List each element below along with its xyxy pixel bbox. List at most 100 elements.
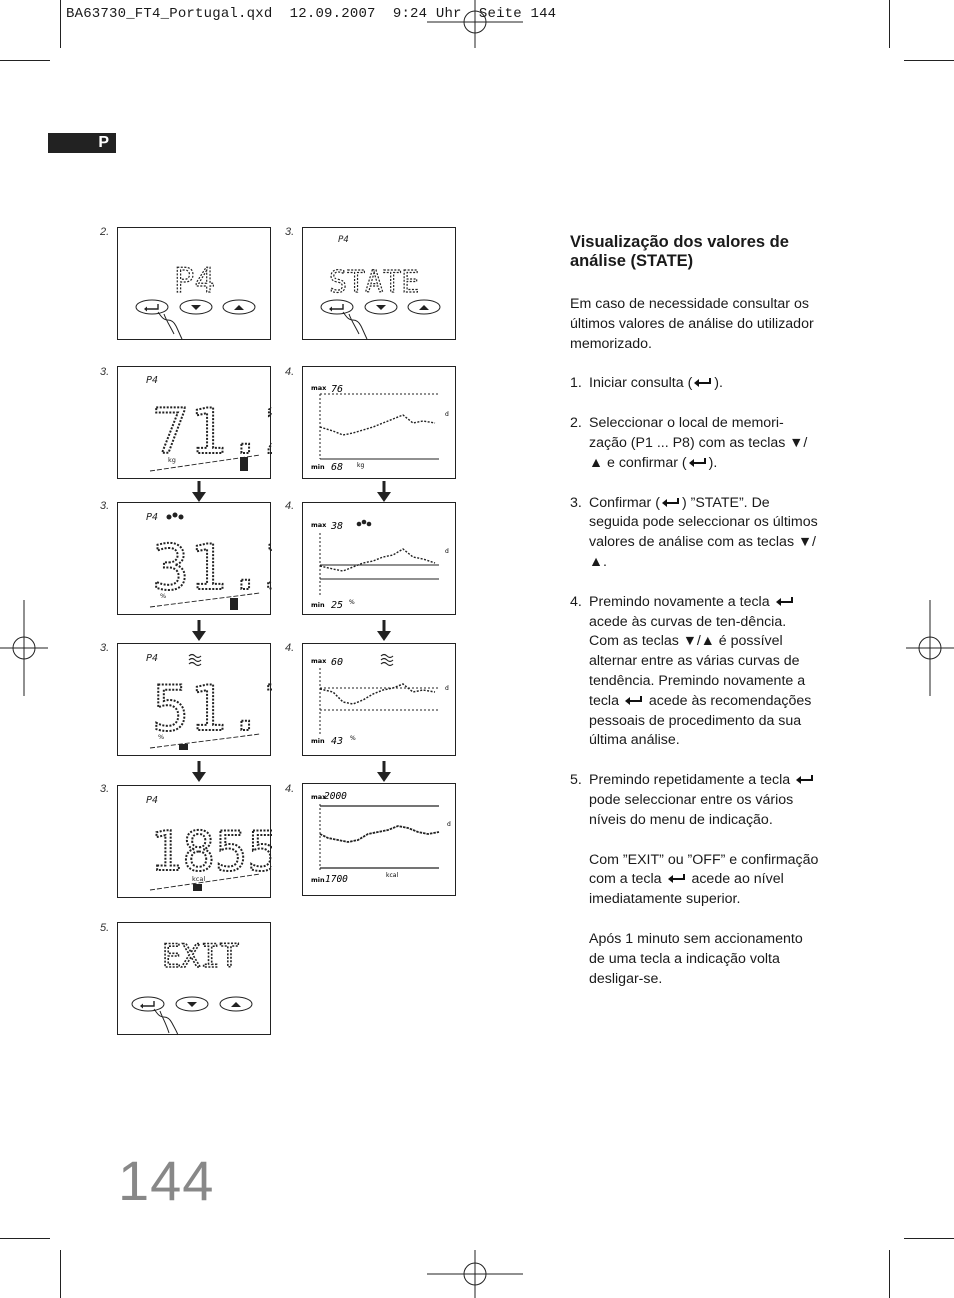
print-header: BA63730_FT4_Portugal.qxd 12.09.2007 9:24… [66,6,557,22]
up-key-icon[interactable] [222,299,256,315]
instruction-item-1: 1. Iniciar consulta (). [570,375,723,392]
crop-mark-icon [60,0,61,48]
enter-key-icon [667,874,685,884]
registration-mark-icon [427,0,523,48]
max-label: max [311,793,327,801]
enter-key-icon[interactable] [131,996,165,1012]
min-label: min [311,876,325,884]
intro-paragraph: Em caso de necessidade consultar os últi… [570,296,814,352]
display-main-value: STATE [329,265,419,300]
instructions: Visualização dos valores de análise (STA… [570,233,820,989]
enter-key-icon [796,775,814,785]
min-value: 25 [331,600,343,611]
step-label: 3. [100,642,110,654]
down-arrow-icon [192,481,206,502]
enter-key-icon[interactable] [320,299,354,315]
unit-label: % [158,733,164,741]
display-exit-drawing: EXIT [131,936,253,1036]
min-label: min [311,737,325,745]
days-label: d [445,548,449,555]
display-fat-drawing: P4 31.3 % [146,512,272,610]
display-exit: EXIT [117,922,271,1036]
max-value: 60 [331,657,343,668]
user-indicator: P4 [338,235,349,245]
trend-kcal-drawing: max 2000 min 1700 kcal d [311,791,451,885]
language-badge: P [48,133,116,153]
trend-fat: max 38 min 25 % d [302,502,456,615]
display-main-value: 51.7 [152,672,272,745]
display-water: P4 51.7 % [117,643,272,756]
up-key-icon[interactable] [407,299,441,315]
days-label: d [447,821,451,828]
display-kcal-drawing: P4 1855 kcal [146,795,272,891]
min-value: 68 [331,462,343,473]
max-value: 38 [330,521,343,532]
step-label: 3. [100,500,110,512]
trend-fat-drawing: max 38 min 25 % d [311,519,449,611]
timeout-paragraph: Após 1 minuto sem accionamento de uma te… [589,930,803,987]
step-label: 4. [285,783,295,795]
enter-key-icon [688,457,706,467]
max-label: max [311,657,327,665]
min-label: min [311,601,325,609]
step-label: 3. [100,366,110,378]
unit-label: % [160,592,166,600]
max-value: 76 [331,384,343,395]
trend-weight: max 76 min 68 kg d [302,366,456,479]
instruction-item-3: 3. Confirmar () ”STATE”. De seguida pode… [570,494,818,570]
display-p4: P4 [117,227,271,340]
up-key-icon[interactable] [219,996,253,1012]
days-label: d [445,685,449,692]
down-arrow-icon [377,620,391,641]
crop-mark-icon [889,0,890,48]
enter-key-icon [694,378,712,388]
display-state-drawing: P4 STATE [320,235,441,340]
display-weight: P4 71.2 kg [117,366,272,479]
crop-mark-icon [904,60,954,61]
page-number: 144 [118,1149,215,1212]
step-label: 3. [100,783,110,795]
step-label: 5. [100,922,110,934]
down-key-icon[interactable] [175,996,209,1012]
trend-water-drawing: max 60 min 43 % d [311,653,449,747]
crop-mark-icon [904,1238,954,1239]
display-water-drawing: P4 51.7 % [146,653,272,750]
down-arrow-icon [377,761,391,782]
registration-mark-icon [0,600,48,696]
fat-icon [356,519,372,527]
unit-label: % [350,735,356,742]
pointing-hand-icon [157,311,183,340]
crop-mark-icon [0,60,50,61]
instruction-item-4: 4. Premindo novamente a tecla acede às c… [570,593,812,749]
unit-label: kg [357,462,364,469]
down-key-icon[interactable] [179,299,213,315]
down-key-icon[interactable] [364,299,398,315]
step-label: 2. [100,226,110,238]
crop-mark-icon [60,1250,61,1298]
user-indicator: P4 [146,653,158,664]
min-value: 43 [331,736,343,747]
instruction-item-5: 5. Premindo repetidamente a tecla pode s… [570,771,820,830]
display-fat: P4 31.3 % [117,502,272,615]
display-state: P4 STATE [302,227,456,340]
section-title: Visualização dos valores de análise (STA… [570,233,789,270]
enter-key-icon[interactable] [135,299,169,315]
crop-mark-icon [0,1238,50,1239]
trend-water: max 60 min 43 % d [302,643,456,756]
trend-kcal: max 2000 min 1700 kcal d [302,783,456,896]
unit-label: kcal [386,872,398,879]
pointing-hand-icon [342,311,368,340]
registration-mark-icon [427,1250,523,1298]
fat-icon [166,512,184,520]
enter-key-icon [661,497,679,507]
days-label: d [445,411,449,418]
instruction-item-2: 2. Seleccionar o local de memori-zação (… [570,415,808,471]
unit-label: kcal [192,875,205,883]
display-kcal: P4 1855 kcal [117,785,272,898]
enter-key-icon [624,695,642,705]
max-label: max [311,521,327,529]
user-indicator: P4 [146,795,158,806]
enter-key-icon [775,596,793,606]
min-value: 1700 [325,874,348,885]
down-arrow-icon [192,761,206,782]
